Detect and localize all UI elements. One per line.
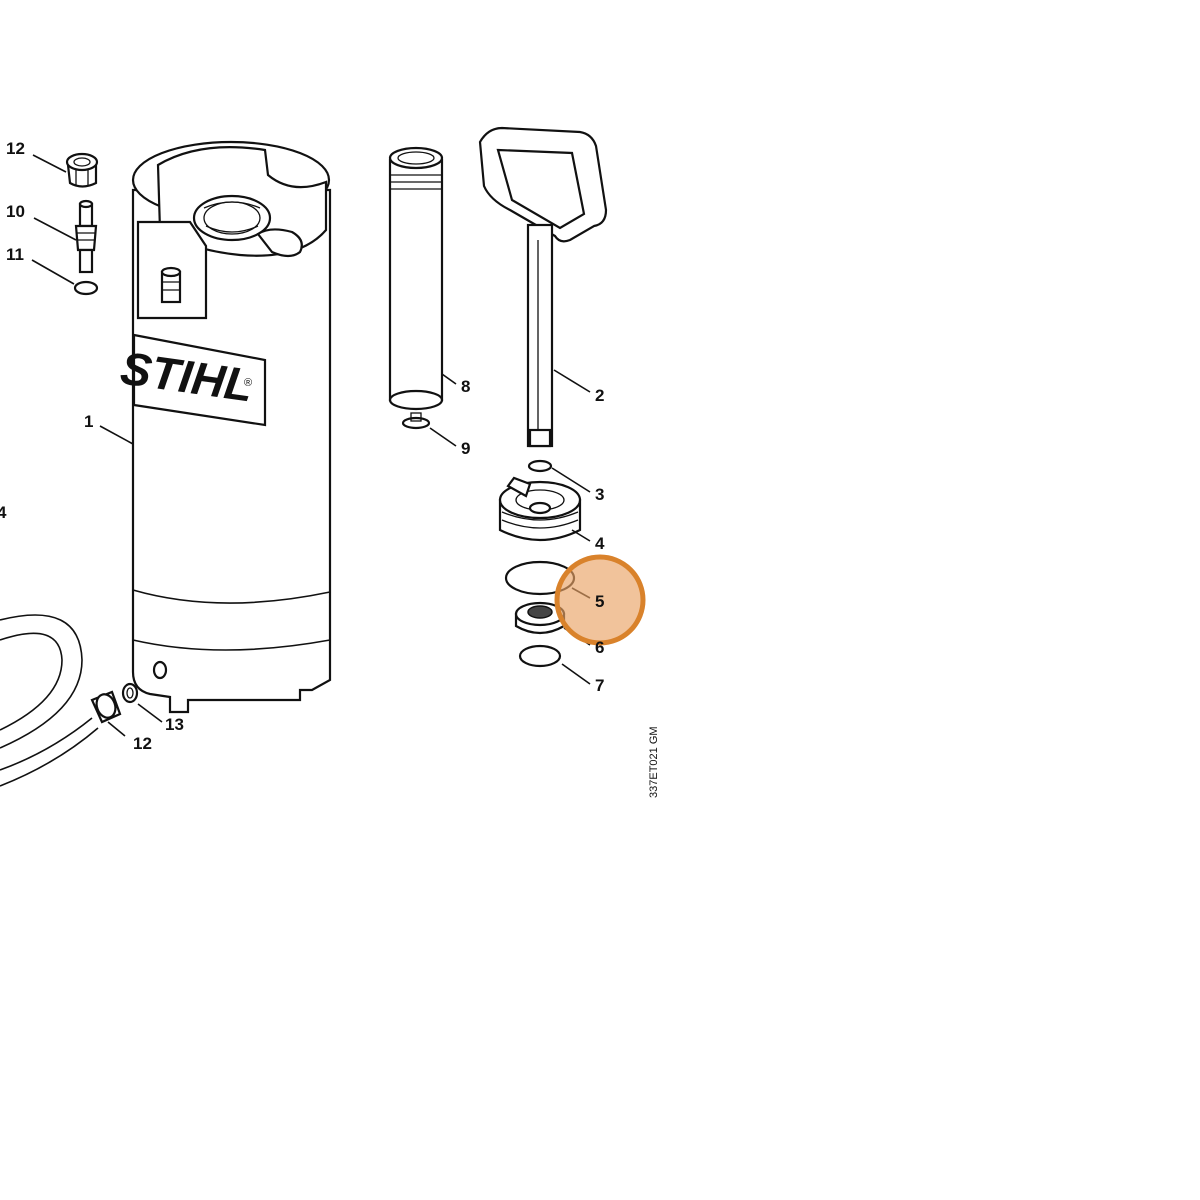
o-ring-part-7[interactable] <box>518 644 562 668</box>
registered-mark: ® <box>244 377 252 389</box>
cap-part-4[interactable] <box>498 476 582 542</box>
valve-part-9[interactable] <box>401 412 431 430</box>
connector-part-10[interactable] <box>74 199 98 274</box>
callout-8: 8 <box>461 377 470 396</box>
nut-part-12-top[interactable] <box>65 152 99 188</box>
pump-handle-part-2[interactable] <box>478 126 608 448</box>
o-ring-part-3[interactable] <box>527 459 553 473</box>
callout-5: 5 <box>595 592 604 611</box>
nut-part-12-bottom[interactable] <box>90 690 122 724</box>
callout-4: 4 <box>595 534 605 553</box>
callout-9: 9 <box>461 439 470 458</box>
callout-10: 10 <box>6 202 25 221</box>
callout-1: 1 <box>84 412 93 431</box>
leader-lines <box>31 154 591 737</box>
callout-12-bottom: 12 <box>133 734 152 753</box>
hose[interactable] <box>0 614 99 787</box>
seal-part-13[interactable] <box>121 682 139 704</box>
callout-7: 7 <box>595 676 604 695</box>
o-ring-part-11[interactable] <box>73 280 99 296</box>
callout-11: 11 <box>6 245 24 264</box>
callout-2: 2 <box>595 386 604 405</box>
callout-labels: 12 10 11 1 4 13 12 8 9 2 3 4 5 6 7 <box>0 139 605 753</box>
callout-13: 13 <box>165 715 184 734</box>
callout-4-left: 4 <box>0 503 7 522</box>
tube-part-8[interactable] <box>388 146 444 411</box>
callout-12-top: 12 <box>6 139 25 158</box>
highlight-circle[interactable] <box>554 554 646 646</box>
callout-3: 3 <box>595 485 604 504</box>
drawing-code: 337ET021 GM <box>648 726 660 798</box>
tank-part-1[interactable] <box>131 140 332 714</box>
callout-6: 6 <box>595 638 604 657</box>
valve-part-6[interactable] <box>514 601 566 635</box>
